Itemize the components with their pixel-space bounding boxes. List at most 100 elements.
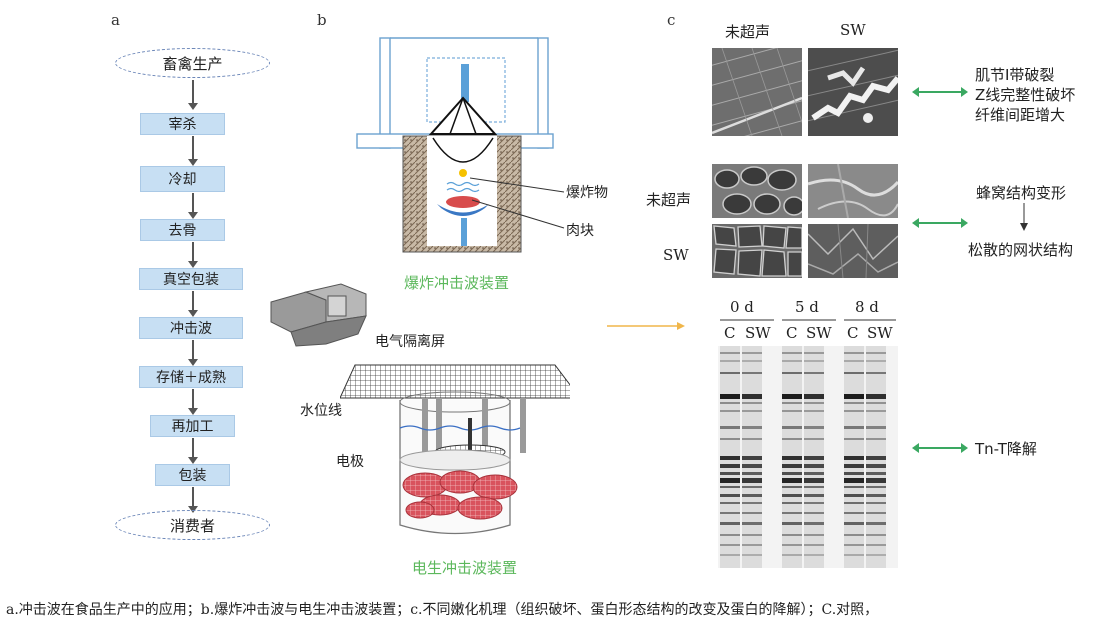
gel-band — [866, 426, 886, 429]
green-double-arrow — [912, 87, 968, 97]
gel-band — [804, 522, 824, 525]
gel-band — [866, 360, 886, 362]
effect1-line2: Z线完整性破坏 — [975, 86, 1076, 104]
gel-band — [844, 522, 864, 525]
gel-band — [782, 472, 802, 475]
electrohydraulic-device-illustration — [340, 364, 570, 535]
flow-arrow — [188, 242, 198, 268]
gel-band — [844, 426, 864, 429]
gel-band — [804, 502, 824, 504]
flow-step-1: 宰杀 — [140, 113, 225, 135]
explosive-device-caption: 爆炸冲击波装置 — [404, 274, 510, 292]
gel-band — [720, 478, 740, 483]
gel-band — [742, 438, 762, 440]
gel-band — [804, 464, 824, 468]
gel-band — [804, 426, 824, 429]
gel-band — [720, 456, 740, 460]
gel-band — [742, 456, 762, 460]
machine-illustration — [270, 283, 367, 347]
gel-band — [844, 554, 864, 556]
gel-band — [720, 472, 740, 475]
gel-lane-label: C — [786, 324, 798, 342]
gel-band — [742, 544, 762, 546]
flow-step-7: 再加工 — [150, 415, 235, 437]
gel-band — [866, 544, 886, 546]
figure-caption: a.冲击波在食品生产中的应用；b.爆炸冲击波与电生冲击波装置；c.不同嫩化机理（… — [6, 602, 879, 618]
gel-band — [742, 512, 762, 514]
gel-band — [782, 534, 802, 536]
gel-band — [782, 522, 802, 525]
gel-header-lines — [720, 319, 896, 321]
gel-lane-label: SW — [867, 324, 893, 342]
gel-band — [844, 544, 864, 546]
gel-band — [844, 502, 864, 504]
gel-band — [844, 534, 864, 536]
gel-band — [782, 494, 802, 497]
gel-band — [742, 554, 762, 556]
gel-band — [782, 486, 802, 488]
flow-start-oval: 畜禽生产 — [115, 48, 270, 78]
gel-lane-label: C — [847, 324, 859, 342]
gel-band — [866, 438, 886, 440]
gel-band — [866, 372, 886, 374]
gel-band — [782, 554, 802, 556]
gel-band — [782, 512, 802, 514]
green-double-arrow — [912, 218, 968, 228]
gel-band — [782, 372, 802, 374]
gel-band — [742, 402, 762, 404]
gel-band — [720, 372, 740, 374]
gel-band — [720, 402, 740, 404]
gel-band — [720, 464, 740, 468]
explosive-label: 爆炸物 — [566, 185, 608, 201]
gel-band — [844, 410, 864, 412]
flow-end-oval: 消费者 — [115, 510, 270, 540]
gel-band — [782, 464, 802, 468]
gel-band — [804, 394, 824, 399]
gel-band — [804, 352, 824, 354]
gel-band — [720, 522, 740, 525]
row-label-sw: SW — [663, 246, 689, 264]
gel-band — [720, 410, 740, 412]
gel-lane-label: SW — [745, 324, 771, 342]
panel-letter-b: b — [317, 11, 327, 29]
sem-image-sw-1 — [808, 164, 898, 218]
gel-band — [804, 456, 824, 460]
gel-band — [720, 360, 740, 362]
tem-image-control — [712, 48, 802, 136]
gel-band — [720, 494, 740, 497]
gel-lane-label: SW — [806, 324, 832, 342]
gel-band — [742, 502, 762, 504]
gel-band — [804, 554, 824, 556]
gel-band — [782, 544, 802, 546]
flow-arrow — [188, 340, 198, 366]
gel-band — [742, 372, 762, 374]
gel-band — [720, 502, 740, 504]
gel-band — [782, 352, 802, 354]
gel-band — [782, 402, 802, 404]
electrohydraulic-device-caption: 电生冲击波装置 — [412, 559, 518, 577]
gel-band — [844, 438, 864, 440]
gel-day-8: 8 d — [855, 298, 879, 316]
water-level-label: 水位线 — [300, 403, 342, 419]
gel-band — [866, 502, 886, 504]
flow-arrow — [188, 389, 198, 415]
gel-band — [804, 478, 824, 483]
gel-band — [720, 394, 740, 399]
flow-arrow — [188, 487, 198, 513]
flow-step-8: 包装 — [155, 464, 230, 486]
meat-chunk-label: 肉块 — [566, 223, 594, 239]
down-arrow — [1020, 203, 1028, 231]
explosive-device-illustration — [356, 37, 554, 253]
gel-band — [844, 402, 864, 404]
flow-arrow — [188, 438, 198, 464]
gel-band — [844, 394, 864, 399]
gel-band — [720, 544, 740, 546]
gel-band — [866, 522, 886, 525]
gel-band — [866, 456, 886, 460]
gel-band — [844, 512, 864, 514]
gel-band — [804, 410, 824, 412]
leader-lines — [470, 177, 565, 229]
sem-image-sw-2 — [808, 224, 898, 278]
flow-step-6: 存储＋成熟 — [139, 366, 243, 388]
gel-band — [866, 352, 886, 354]
